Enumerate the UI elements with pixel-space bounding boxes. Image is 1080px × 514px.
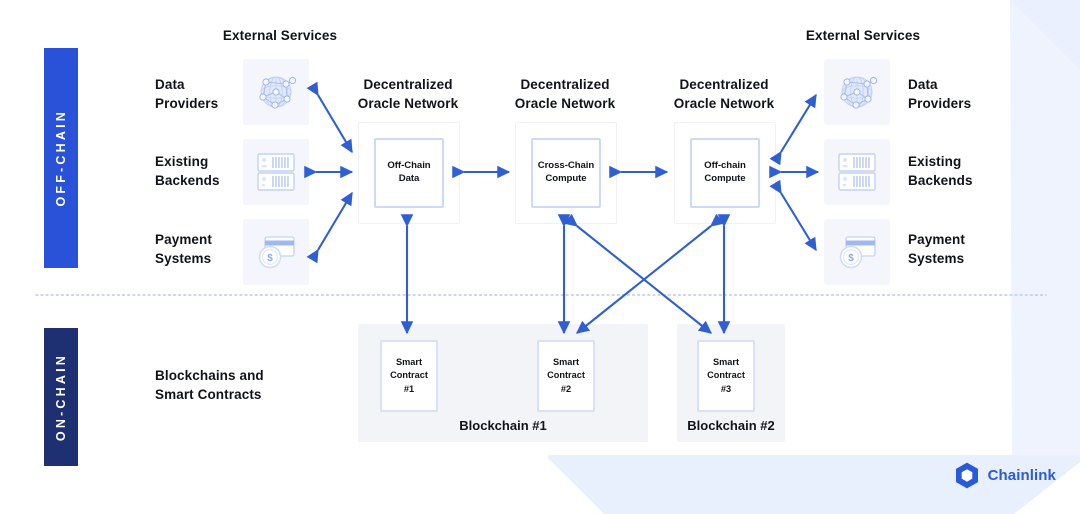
svg-text:$: $ [848, 253, 854, 264]
arrow-don2-contract3 [563, 213, 712, 334]
layer-badge-on-chain: ON-CHAIN [44, 328, 78, 466]
svg-text:$: $ [267, 253, 273, 264]
server-rack-icon [257, 153, 295, 191]
tile-data-providers-right[interactable] [824, 59, 890, 125]
layer-badge-off-chain-label: OFF-CHAIN [54, 109, 68, 207]
heading-external-services-left: External Services [222, 28, 338, 43]
tile-payment-systems-left[interactable]: $ [243, 219, 309, 285]
credit-card-coin-icon: $ [839, 236, 876, 269]
heading-external-services-right: External Services [805, 28, 921, 43]
arrow-don3-contract2 [576, 213, 725, 334]
blockchain-1-label: Blockchain #1 [459, 418, 547, 433]
chainlink-hexagon-logo [955, 462, 978, 489]
server-rack-icon [838, 153, 876, 191]
globe-network-icon [259, 76, 297, 109]
chainlink-wordmark: Chainlink [987, 467, 1056, 484]
blockchain-2-label: Blockchain #2 [687, 418, 775, 433]
arrow-left-payment-systems [306, 191, 353, 264]
tile-existing-backends-left[interactable] [243, 139, 309, 205]
tile-payment-systems-right[interactable]: $ [824, 219, 890, 285]
layer-badge-off-chain: OFF-CHAIN [44, 48, 78, 268]
arrow-right-payment-systems [769, 179, 817, 252]
chainlink-logo[interactable]: Chainlink [954, 461, 1056, 490]
tile-existing-backends-right[interactable] [824, 139, 890, 205]
layer-badge-on-chain-label: ON-CHAIN [54, 352, 68, 442]
tile-data-providers-left[interactable] [243, 59, 309, 125]
globe-network-icon [840, 76, 878, 109]
credit-card-coin-icon: $ [258, 236, 295, 269]
